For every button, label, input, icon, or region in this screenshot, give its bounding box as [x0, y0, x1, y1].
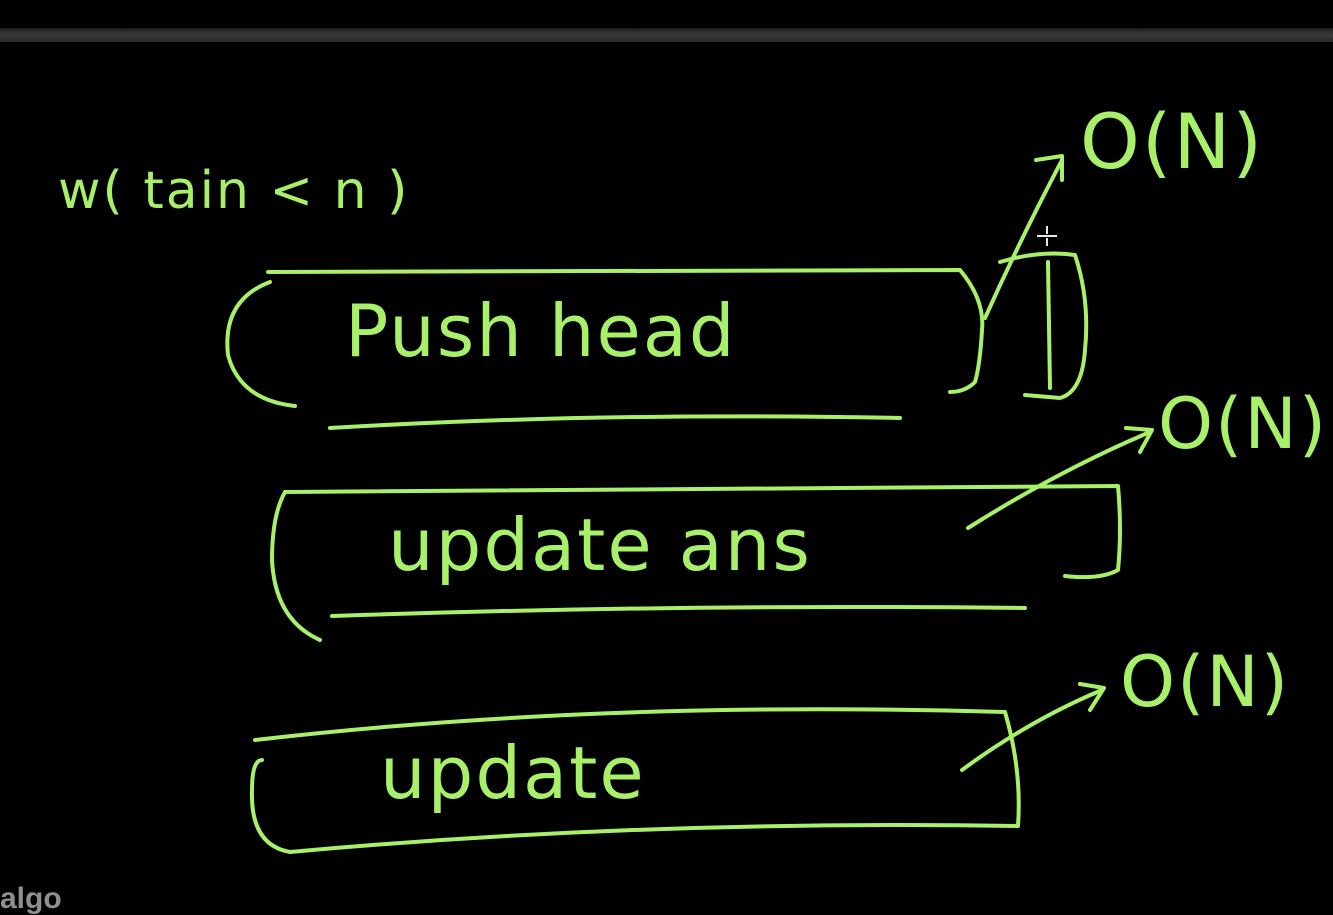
update-block: update O(N) — [249, 641, 1290, 854]
update-ans-label: update ans — [388, 503, 812, 587]
crosshair-move-icon — [1037, 226, 1057, 246]
push-head-label: Push head — [345, 289, 737, 373]
push-head-bracket — [998, 251, 1089, 400]
window-top-bar — [0, 28, 1333, 42]
update-arrow — [960, 682, 1106, 772]
push-head-complexity: O(N) — [1080, 97, 1264, 186]
update-ans-block: update ans O(N) — [270, 383, 1328, 642]
update-outline — [249, 707, 1021, 854]
update-ans-outline — [270, 484, 1122, 642]
update-ans-arrow — [966, 426, 1154, 530]
push-head-block: Push head O(N) — [225, 97, 1264, 430]
loop-condition-note: w( tain < n ) — [58, 161, 409, 221]
update-complexity: O(N) — [1120, 641, 1290, 723]
push-head-arrow — [983, 154, 1064, 320]
push-head-outline — [225, 268, 985, 430]
watermark-text: algo — [0, 882, 62, 915]
update-ans-complexity: O(N) — [1158, 383, 1328, 465]
update-label: update — [380, 731, 646, 815]
